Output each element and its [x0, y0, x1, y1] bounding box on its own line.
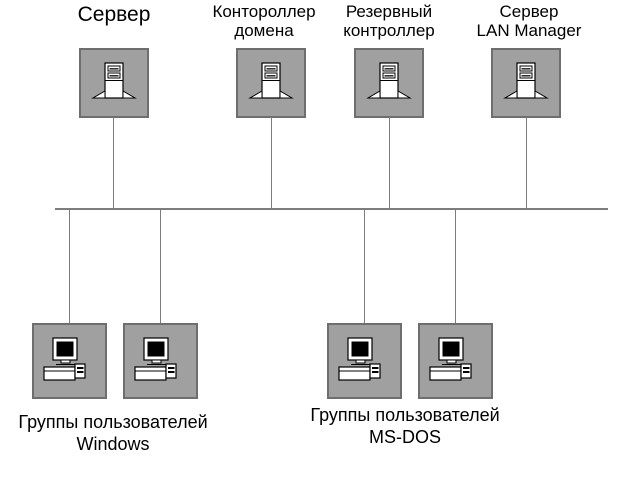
server-label-domain-controller: Контороллер домена [212, 2, 316, 40]
group-label-windows: Группы пользователей Windows [18, 412, 208, 454]
workstation-icon [134, 337, 177, 381]
domain-controller-node [236, 48, 306, 118]
server-tower-icon [91, 62, 137, 99]
connector-line [455, 210, 456, 323]
connector-line [526, 117, 527, 208]
workstation-node-msdos-2 [418, 323, 493, 399]
workstation-icon [43, 337, 86, 381]
server-label-server: Сервер [77, 3, 151, 26]
workstation-node-windows-2 [123, 323, 198, 399]
group-label-msdos: Группы пользователей MS-DOS [310, 405, 500, 447]
connector-line [69, 210, 70, 323]
workstation-icon [429, 337, 472, 381]
workstation-node-windows-1 [32, 323, 107, 399]
connector-line [160, 210, 161, 323]
server-tower-icon [248, 62, 294, 99]
workstation-icon [338, 337, 381, 381]
server-tower-icon [503, 62, 549, 99]
server-tower-icon [366, 62, 412, 99]
lan-manager-node [491, 48, 561, 118]
server-label-backup-controller: Резервный контроллер [343, 2, 435, 40]
connector-line [113, 117, 114, 208]
server-label-lan-manager: Сервер LAN Manager [476, 2, 582, 40]
network-bus-line [55, 208, 608, 210]
connector-line [364, 210, 365, 323]
backup-controller-node [354, 48, 424, 118]
server-node [79, 48, 149, 118]
connector-line [271, 117, 272, 208]
workstation-node-msdos-1 [327, 323, 402, 399]
connector-line [389, 117, 390, 208]
